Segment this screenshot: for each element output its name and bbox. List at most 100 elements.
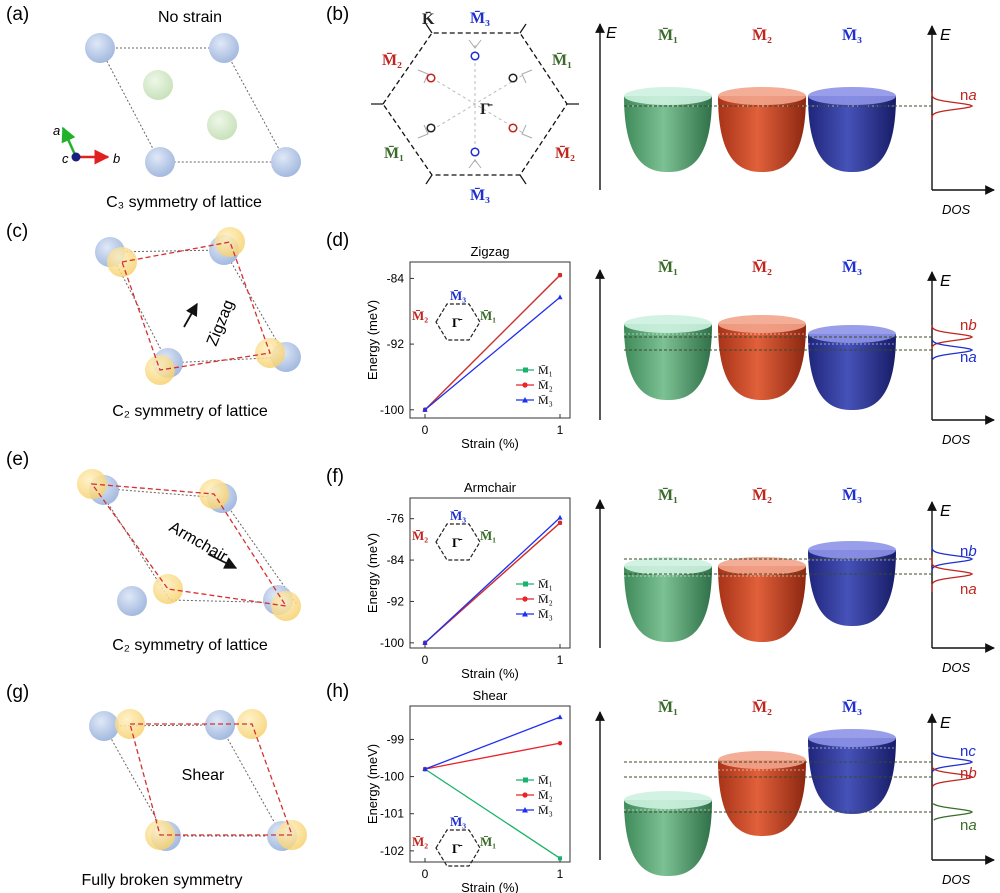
valley-rim	[808, 729, 896, 747]
valley-label-m2: M̄₂	[752, 486, 772, 505]
valley-rim	[624, 557, 712, 575]
valley-rim	[718, 557, 806, 575]
axis-triad: a b c	[53, 123, 120, 166]
brillouin-zone: K̄ M̄₃ M̄₃ M̄₂ M̄₂ M̄₁ M̄₁ Γ̄	[371, 9, 579, 204]
valley-bowl	[718, 760, 806, 836]
legend-marker	[522, 382, 528, 388]
zigzag-text: Zigzag	[204, 298, 238, 349]
inset-m2: M̄₂	[412, 308, 428, 323]
dos-peak	[931, 751, 974, 773]
y-axis-label: Energy (meV)	[365, 533, 380, 613]
legend-label: M̄₃	[538, 393, 553, 407]
legend-label: M̄₃	[538, 607, 553, 621]
atom-blue	[145, 147, 175, 177]
inset-gamma: Γ̄	[452, 315, 462, 330]
valley-label-m1: M̄₁	[658, 258, 678, 277]
legend-label: M̄₃	[538, 803, 553, 817]
plot-frame	[409, 705, 571, 863]
data-point	[557, 520, 563, 526]
dos-peak	[931, 556, 974, 592]
valley-label-m1: M̄₁	[658, 486, 678, 505]
series-line	[424, 716, 561, 770]
panel-c-caption: C₂ symmetry of lattice	[112, 403, 268, 420]
x-axis-label: Strain (%)	[461, 666, 519, 681]
bz-m1-left: M̄₁	[384, 144, 404, 163]
valley-label-m3: M̄₃	[842, 698, 862, 717]
peak-label: na	[960, 581, 977, 598]
x-tick-label: 0	[422, 867, 429, 881]
data-point	[558, 856, 562, 861]
atom-blue	[89, 711, 119, 741]
y-tick-label: -76	[387, 512, 405, 526]
panel-label-g: (g)	[6, 682, 29, 703]
panel-label-h: (h)	[326, 681, 349, 702]
valley-bowl	[808, 96, 896, 172]
inset-m2: M̄₂	[412, 834, 428, 849]
lattice-no-strain	[85, 33, 301, 177]
dos-energy-label: E	[940, 715, 951, 732]
plot-frame	[409, 497, 571, 649]
atom-blue	[209, 33, 239, 63]
inset-hexagon	[435, 523, 481, 561]
inset-m1: M̄₁	[480, 528, 496, 543]
y-tick-label: -100	[380, 636, 404, 650]
inset-m2: M̄₂	[412, 528, 428, 543]
legend-marker	[522, 807, 528, 813]
panel-label-e: (e)	[6, 449, 29, 470]
data-point	[422, 406, 428, 412]
legend-marker	[523, 581, 528, 587]
dos-energy-label: E	[940, 503, 951, 520]
y-tick-label: -92	[387, 337, 405, 351]
valley-bowl	[624, 566, 712, 642]
x-tick-label: 0	[422, 653, 429, 667]
valley-rim	[718, 87, 806, 105]
energy-axis-label: E	[606, 25, 617, 42]
axis-c-label: c	[62, 151, 69, 166]
bz-m2-right: M̄₂	[555, 144, 575, 163]
y-tick-label: -102	[380, 844, 404, 858]
y-axis-label: Energy (meV)	[365, 300, 380, 380]
dos-axis-label: DOS	[942, 432, 971, 447]
panel-g-caption: Fully broken symmetry	[82, 872, 243, 889]
legend-marker	[522, 596, 528, 602]
y-axis-label: Energy (meV)	[365, 744, 380, 824]
atom-yellow	[277, 820, 307, 850]
panel-label-d: (d)	[326, 230, 349, 251]
shear-text: Shear	[182, 767, 225, 784]
lattice-shear	[89, 709, 307, 851]
valley-bowl	[718, 96, 806, 172]
y-tick-label: -84	[387, 553, 405, 567]
k-point-label: K̄	[422, 10, 435, 29]
y-tick-label: -84	[387, 271, 405, 285]
valley-label-m2: M̄₂	[752, 26, 772, 45]
legend-marker	[522, 611, 528, 617]
inset-m1: M̄₁	[480, 834, 496, 849]
valley-rim	[808, 325, 896, 343]
dos-axis-label: DOS	[942, 202, 971, 217]
valley-label-m2: M̄₂	[752, 698, 772, 717]
chart-title: Armchair	[464, 480, 517, 495]
valley-rim	[624, 87, 712, 105]
lattice-zigzag	[95, 227, 301, 385]
legend-marker	[523, 367, 528, 373]
bz-m2-left: M̄₂	[382, 51, 402, 70]
axis-b-label: b	[113, 151, 120, 166]
peak-label: nb	[960, 543, 977, 560]
valley-rim	[624, 315, 712, 333]
data-point	[557, 740, 563, 746]
dos-peak	[931, 91, 974, 121]
inset-m3: M̄₃	[450, 288, 466, 303]
valley-label-m3: M̄₃	[842, 26, 862, 45]
armchair-arrow	[207, 553, 238, 569]
panel-label-f: (f)	[326, 466, 344, 487]
legend-label: M̄₂	[538, 592, 553, 606]
inset-gamma: Γ̄	[452, 841, 462, 856]
valley-bowl	[624, 96, 712, 172]
